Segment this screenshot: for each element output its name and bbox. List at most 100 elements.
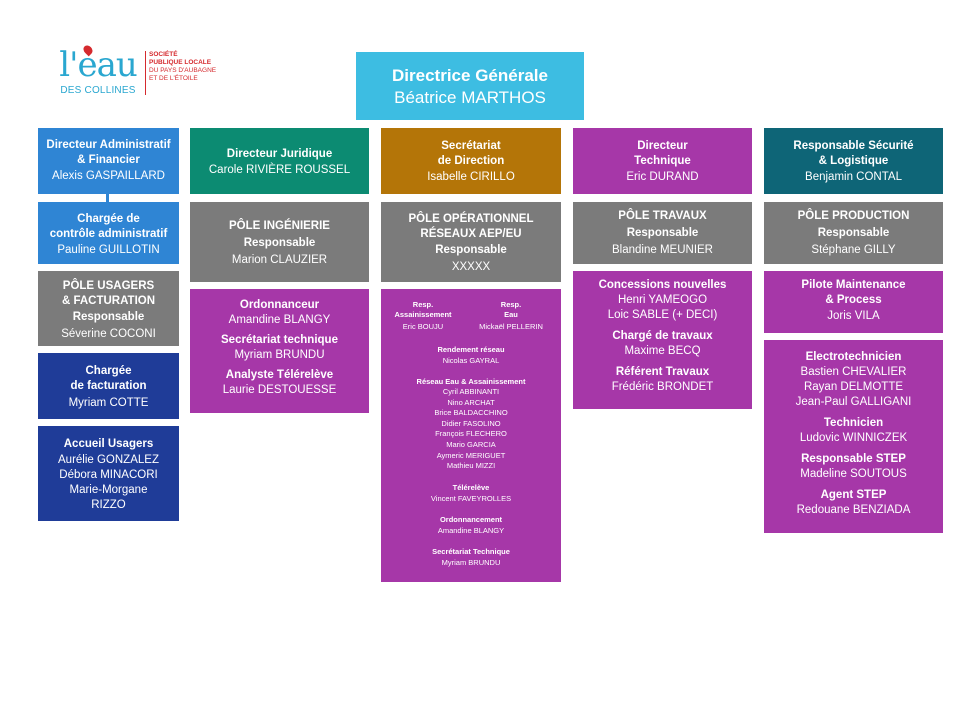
group-title: Ordonnancement: [439, 514, 503, 524]
member-name: Myriam BRUNDU: [234, 349, 325, 361]
member-name: Redouane BENZIADA: [796, 504, 911, 516]
box-name: Séverine COCONI: [61, 328, 156, 340]
director-general-box: Directrice Générale Béatrice MARTHOS: [356, 52, 584, 120]
logo-line: ET DE L'ÉTOILE: [149, 75, 198, 82]
team-group: Réseau Eau & Assainissement Cyril ABBINA…: [381, 376, 561, 472]
users-billing-pole-box: PÔLE USAGERS & FACTURATION Responsable S…: [38, 271, 179, 346]
resp-water: Resp. Eau Mickaël PELLERIN: [473, 300, 549, 333]
box-name: Alexis GASPAILLARD: [52, 170, 165, 182]
team-member: Référent Travaux Frédéric BRONDET: [573, 365, 752, 395]
member-name: Henri YAMEOGO Loic SABLE (+ DECI): [607, 294, 718, 321]
logo-line: DU PAYS D'AUBAGNE: [149, 67, 217, 74]
team-member: Secrétariat technique Myriam BRUNDU: [190, 333, 369, 363]
box-role: Responsable: [243, 237, 316, 249]
member-name: Eric BOUJU: [402, 322, 444, 331]
logo-line: SOCIÉTÉ: [149, 51, 178, 58]
operational-networks-pole-box: PÔLE OPÉRATIONNEL RÉSEAUX AEP/EU Respons…: [381, 202, 561, 282]
box-name: Marion CLAUZIER: [231, 254, 328, 266]
company-logo: l'eau DES COLLINES SOCIÉTÉ PUBLIQUE LOCA…: [55, 43, 216, 107]
member-title: Ordonnanceur: [239, 299, 320, 311]
member-title: Analyste Télérelève: [225, 369, 334, 381]
team-group: Rendement réseau Nicolas GAYRAL: [381, 344, 561, 366]
box-title: Pilote Maintenance & Process: [801, 279, 906, 306]
works-team-box: Concessions nouvelles Henri YAMEOGO Loic…: [573, 271, 752, 409]
member-title: Responsable STEP: [801, 453, 906, 465]
box-title: Responsable Sécurité & Logistique: [793, 140, 914, 167]
resp-row: Resp. Assainissement Eric BOUJU Resp. Ea…: [381, 300, 561, 344]
box-role: Responsable: [626, 227, 699, 239]
box-name: Blandine MEUNIER: [612, 244, 713, 256]
team-member: Agent STEP Redouane BENZIADA: [764, 488, 943, 518]
box-name: Pauline GUILLOTIN: [57, 244, 160, 256]
box-title: Accueil Usagers: [63, 438, 154, 450]
member-name: Madeline SOUTOUS: [800, 468, 907, 480]
operational-team-box: Resp. Assainissement Eric BOUJU Resp. Ea…: [381, 289, 561, 582]
box-name: Benjamin CONTAL: [805, 171, 902, 183]
member-title: Technicien: [823, 417, 884, 429]
box-title: Directeur Juridique: [226, 148, 333, 160]
team-member: Analyste Télérelève Laurie DESTOUESSE: [190, 368, 369, 398]
box-title: Chargée de contrôle administratif: [49, 213, 168, 240]
logo-brand: l'eau: [59, 45, 138, 85]
box-title: PÔLE TRAVAUX: [618, 210, 707, 222]
box-role: Responsable: [817, 227, 890, 239]
team-group: Secrétariat Technique Myriam BRUNDU: [381, 546, 561, 568]
engineering-team-box: Ordonnanceur Amandine BLANGY Secrétariat…: [190, 289, 369, 413]
connector-line: [106, 194, 109, 202]
member-name: Amandine BLANGY: [228, 314, 331, 326]
box-name: Myriam COTTE: [68, 397, 149, 409]
box-role: Responsable: [435, 244, 507, 256]
production-team-box: Electrotechnicien Bastien CHEVALIER Raya…: [764, 340, 943, 533]
member-title: Agent STEP: [820, 489, 887, 501]
team-member: Responsable STEP Madeline SOUTOUS: [764, 452, 943, 482]
production-pole-box: PÔLE PRODUCTION Responsable Stéphane GIL…: [764, 202, 943, 264]
engineering-pole-box: PÔLE INGÉNIERIE Responsable Marion CLAUZ…: [190, 202, 369, 282]
member-names: Cyril ABBINANTI Nino ARCHAT Brice BALDAC…: [434, 387, 508, 471]
group-title: Réseau Eau & Assainissement: [416, 377, 526, 386]
logo-divider: [145, 51, 146, 95]
team-member: Chargé de travaux Maxime BECQ: [573, 329, 752, 359]
member-title: Electrotechnicien: [805, 351, 902, 363]
group-title: Secrétariat Technique: [432, 546, 510, 556]
member-name: Frédéric BRONDET: [611, 381, 714, 393]
member-name: Amandine BLANGY: [437, 525, 505, 535]
member-name: Maxime BECQ: [624, 345, 701, 357]
box-name: Isabelle CIRILLO: [427, 171, 515, 183]
team-member: Concessions nouvelles Henri YAMEOGO Loic…: [573, 278, 752, 323]
member-title: Resp. Eau: [500, 300, 522, 319]
box-names: Aurélie GONZALEZ Débora MINACORI Marie-M…: [58, 454, 159, 511]
box-role: Responsable: [72, 311, 145, 323]
member-title: Concessions nouvelles: [598, 279, 727, 291]
box-title: Directeur Administratif & Financier: [46, 139, 171, 166]
box-title: PÔLE USAGERS & FACTURATION: [61, 280, 156, 307]
resp-sanitation: Resp. Assainissement Eric BOUJU: [387, 300, 459, 333]
admin-finance-director-box: Directeur Administratif & Financier Alex…: [38, 128, 179, 194]
member-name: Myriam BRUNDU: [441, 557, 501, 567]
member-name: Nicolas GAYRAL: [442, 356, 500, 365]
box-name: Eric DURAND: [626, 171, 699, 183]
maintenance-pilot-box: Pilote Maintenance & Process Joris VILA: [764, 271, 943, 333]
logo-line: PUBLIQUE LOCALE: [149, 59, 212, 66]
billing-agent-box: Chargée de facturation Myriam COTTE: [38, 353, 179, 419]
member-name: Bastien CHEVALIER Rayan DELMOTTE Jean-Pa…: [795, 366, 912, 408]
group-title: Télérelève: [452, 482, 490, 492]
member-name: Vincent FAVEYROLLES: [430, 493, 512, 503]
works-pole-box: PÔLE TRAVAUX Responsable Blandine MEUNIE…: [573, 202, 752, 264]
box-title: Directeur Technique: [634, 140, 691, 167]
group-title: Rendement réseau: [437, 345, 505, 354]
member-name: Ludovic WINNICZEK: [799, 432, 908, 444]
team-member: Technicien Ludovic WINNICZEK: [764, 416, 943, 446]
box-name: Carole RIVIÈRE ROUSSEL: [208, 164, 351, 176]
team-member: Ordonnanceur Amandine BLANGY: [190, 298, 369, 328]
team-group: Télérelève Vincent FAVEYROLLES: [381, 482, 561, 504]
team-group: Ordonnancement Amandine BLANGY: [381, 514, 561, 536]
box-title: Secrétariat de Direction: [437, 140, 505, 167]
logo-text: SOCIÉTÉ PUBLIQUE LOCALE DU PAYS D'AUBAGN…: [149, 51, 219, 83]
box-title: PÔLE PRODUCTION: [797, 210, 910, 222]
member-title: Référent Travaux: [615, 366, 710, 378]
box-name: Joris VILA: [827, 310, 880, 322]
director-title: Directrice Générale: [392, 66, 548, 85]
team-member: Electrotechnicien Bastien CHEVALIER Raya…: [764, 350, 943, 410]
director-name: Béatrice MARTHOS: [394, 88, 546, 107]
technical-director-box: Directeur Technique Eric DURAND: [573, 128, 752, 194]
